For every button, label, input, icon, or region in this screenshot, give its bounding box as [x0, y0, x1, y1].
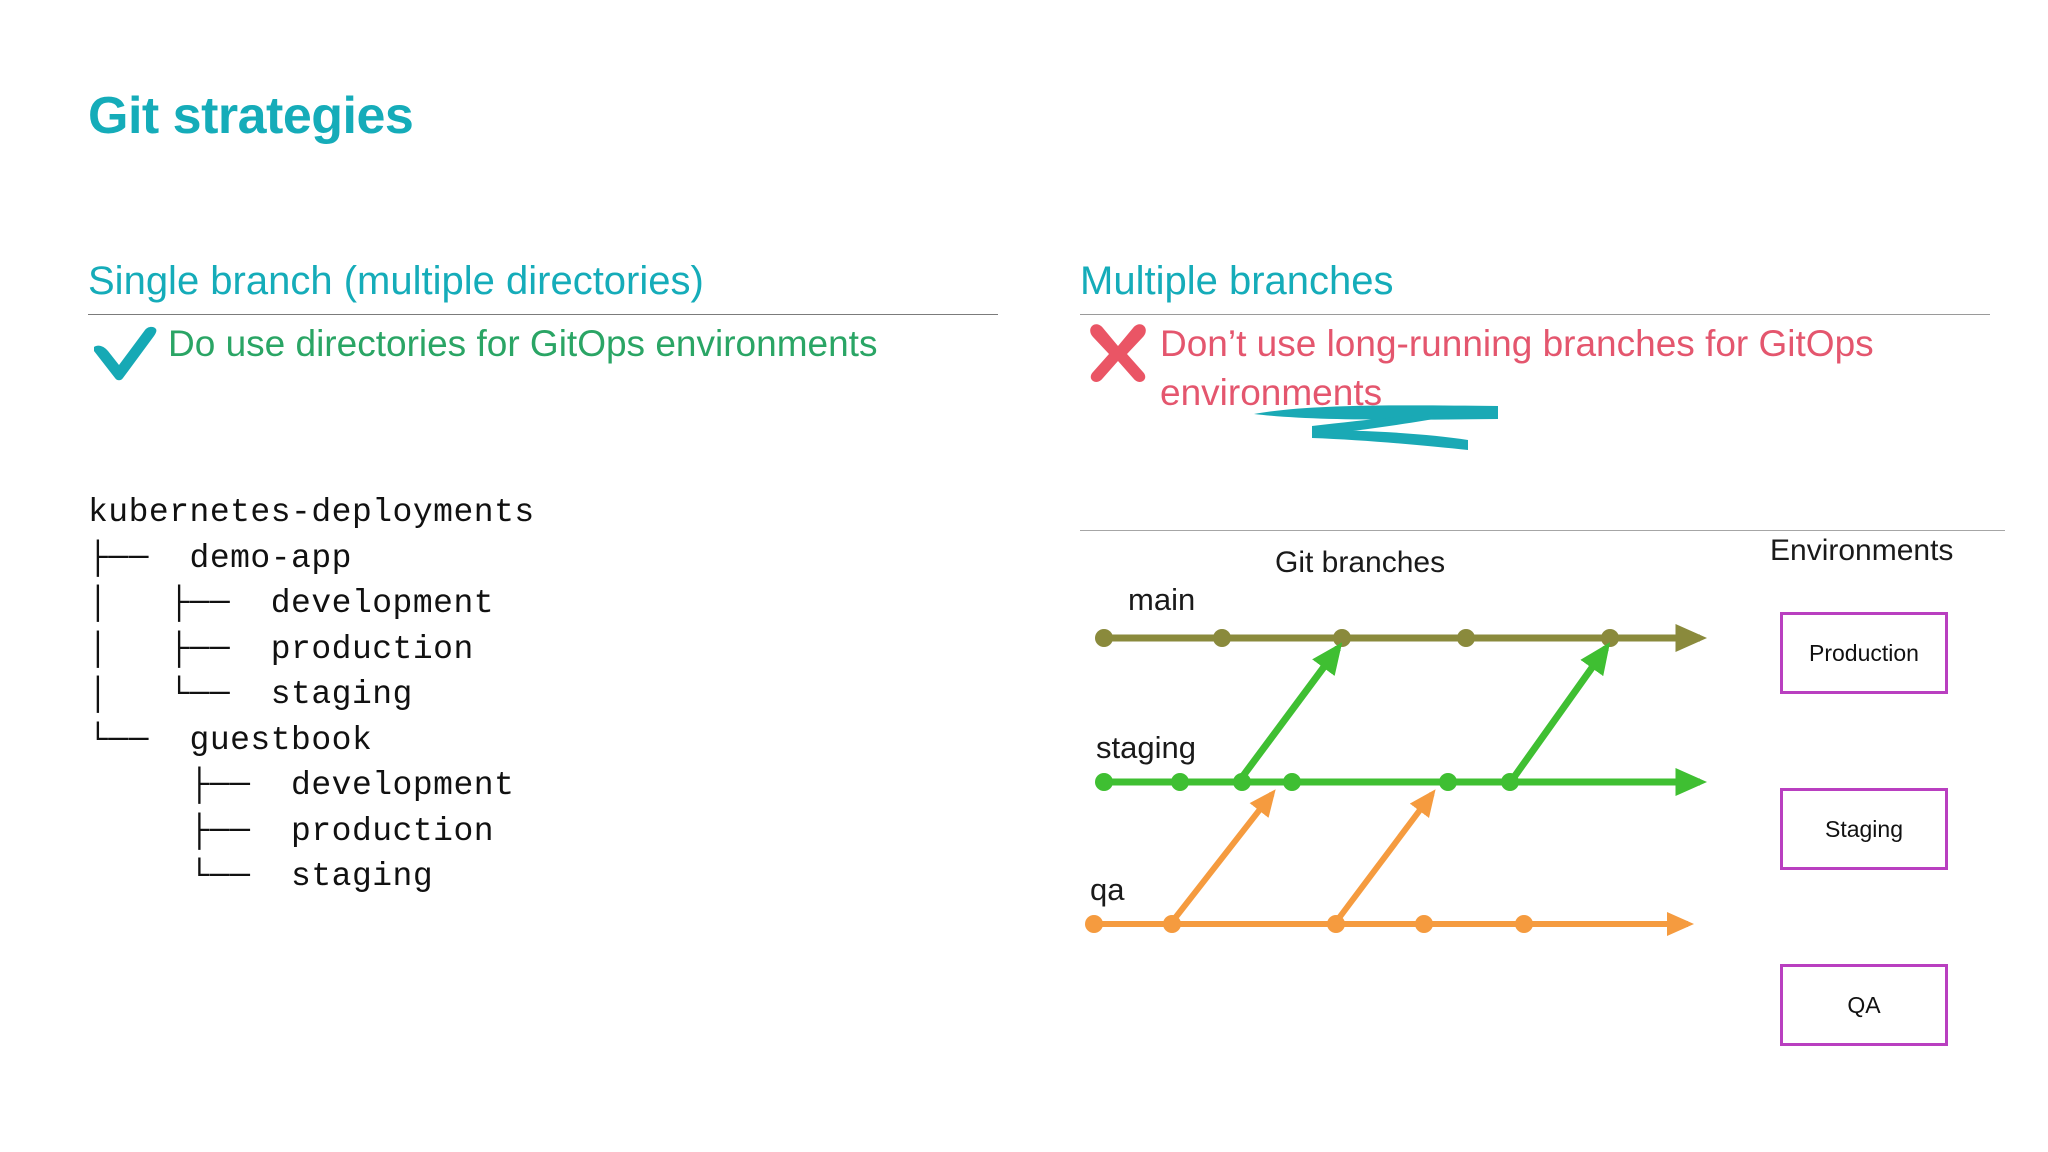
- left-column-divider: [88, 314, 998, 315]
- commit-dot: [1439, 773, 1457, 791]
- merge-arrow-staging-to-main: [1509, 642, 1611, 783]
- commit-dot: [1163, 915, 1181, 933]
- branch-panel-divider: [1080, 530, 2005, 531]
- git-branch-graph: main staging qa: [1085, 582, 1707, 936]
- commit-dot: [1457, 629, 1475, 647]
- commit-dot: [1085, 915, 1103, 933]
- right-column: Multiple branches Don’t use long-running…: [1080, 258, 1990, 413]
- left-column: Single branch (multiple directories) Do …: [88, 258, 998, 381]
- env-box-production: Production: [1780, 612, 1948, 694]
- merge-arrow-staging-to-main: [1237, 642, 1343, 783]
- commit-dot: [1095, 629, 1113, 647]
- commit-dot: [1283, 773, 1301, 791]
- commit-dot: [1415, 915, 1433, 933]
- page-title: Git strategies: [88, 87, 414, 145]
- cross-icon: [1080, 320, 1156, 382]
- check-icon: [88, 320, 164, 382]
- commit-dot: [1515, 915, 1533, 933]
- env-box-qa: QA: [1780, 964, 1948, 1046]
- do-advice-text: Do use directories for GitOps environmen…: [168, 323, 878, 364]
- branch-label-staging: staging: [1096, 730, 1196, 765]
- branch-label-main: main: [1128, 582, 1195, 617]
- do-advice-row: Do use directories for GitOps environmen…: [88, 320, 1048, 382]
- environments-header: Environments: [1770, 534, 1954, 567]
- merge-arrow-qa-to-staging: [1333, 789, 1436, 924]
- commit-dot: [1095, 773, 1113, 791]
- dont-advice-row: Don’t use long-running branches for GitO…: [1080, 320, 2000, 418]
- commit-dot: [1171, 773, 1189, 791]
- commit-dot: [1327, 915, 1345, 933]
- merge-arrow-qa-to-staging: [1169, 789, 1276, 924]
- git-branches-header: Git branches: [1275, 546, 1446, 579]
- right-column-divider: [1080, 314, 1990, 315]
- commit-dot: [1233, 773, 1251, 791]
- left-column-heading: Single branch (multiple directories): [88, 259, 704, 303]
- branch-label-qa: qa: [1090, 872, 1125, 907]
- branch-diagram-panel: Git branches Environments main staging: [1080, 530, 2040, 1090]
- commit-dot: [1601, 629, 1619, 647]
- directory-tree: kubernetes-deployments ├── demo-app │ ├─…: [88, 494, 535, 896]
- commit-dot: [1213, 629, 1231, 647]
- right-column-heading: Multiple branches: [1080, 259, 1394, 303]
- env-box-staging: Staging: [1780, 788, 1948, 870]
- commit-dot: [1333, 629, 1351, 647]
- commit-dot: [1501, 773, 1519, 791]
- dont-advice-text: Don’t use long-running branches for GitO…: [1160, 323, 1874, 413]
